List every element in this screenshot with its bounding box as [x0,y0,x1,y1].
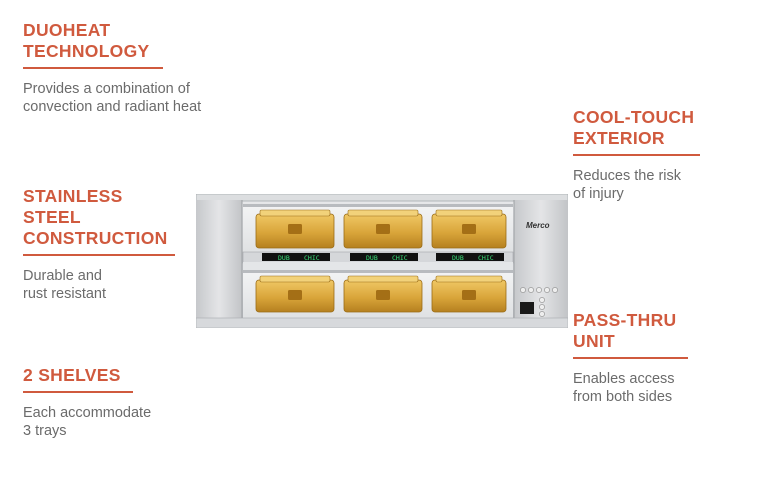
holding-cabinet-illustration: DUB CHIC DUB CHIC DUB CHIC Merco [196,194,568,328]
feature-title: 2 SHELVES [23,365,121,385]
title-underline [23,67,163,69]
title-underline [23,254,175,256]
display-text: DUB [278,254,290,262]
feature-description: Durable and rust resistant [23,268,106,302]
feature-title: PASS-THRU UNIT [573,310,677,351]
tray-timer-displays: DUB CHIC DUB CHIC DUB CHIC [262,253,504,262]
display-text: DUB [452,254,464,262]
title-underline [573,154,700,156]
feature-description: Provides a combination of convection and… [23,81,202,115]
display-text: CHIC [304,254,320,262]
feature-title: DUOHEAT TECHNOLOGY [23,20,150,61]
feature-title: COOL-TOUCH EXTERIOR [573,107,695,148]
feature-description: Each accommodate 3 trays [23,405,152,439]
feature-title: STAINLESS STEEL CONSTRUCTION [23,186,168,248]
title-underline [573,357,688,359]
display-text: DUB [366,254,378,262]
upper-trays [255,209,507,249]
display-text: CHIC [478,254,494,262]
feature-stainless-steel: STAINLESS STEEL CONSTRUCTION Durable and… [23,186,175,303]
brand-logo: Merco [526,221,550,230]
display-text: CHIC [392,254,408,262]
feature-description: Reduces the risk of injury [573,168,681,202]
feature-duoheat: DUOHEAT TECHNOLOGY Provides a combinatio… [23,20,201,116]
feature-shelves: 2 SHELVES Each accommodate 3 trays [23,365,151,440]
control-panel [520,287,558,317]
feature-cool-touch: COOL-TOUCH EXTERIOR Reduces the risk of … [573,107,700,203]
title-underline [23,391,133,393]
cabinet-svg: DUB CHIC DUB CHIC DUB CHIC Merco [196,194,568,328]
lower-trays [255,275,507,313]
feature-description: Enables access from both sides [573,371,675,405]
feature-pass-thru: PASS-THRU UNIT Enables access from both … [573,310,688,406]
